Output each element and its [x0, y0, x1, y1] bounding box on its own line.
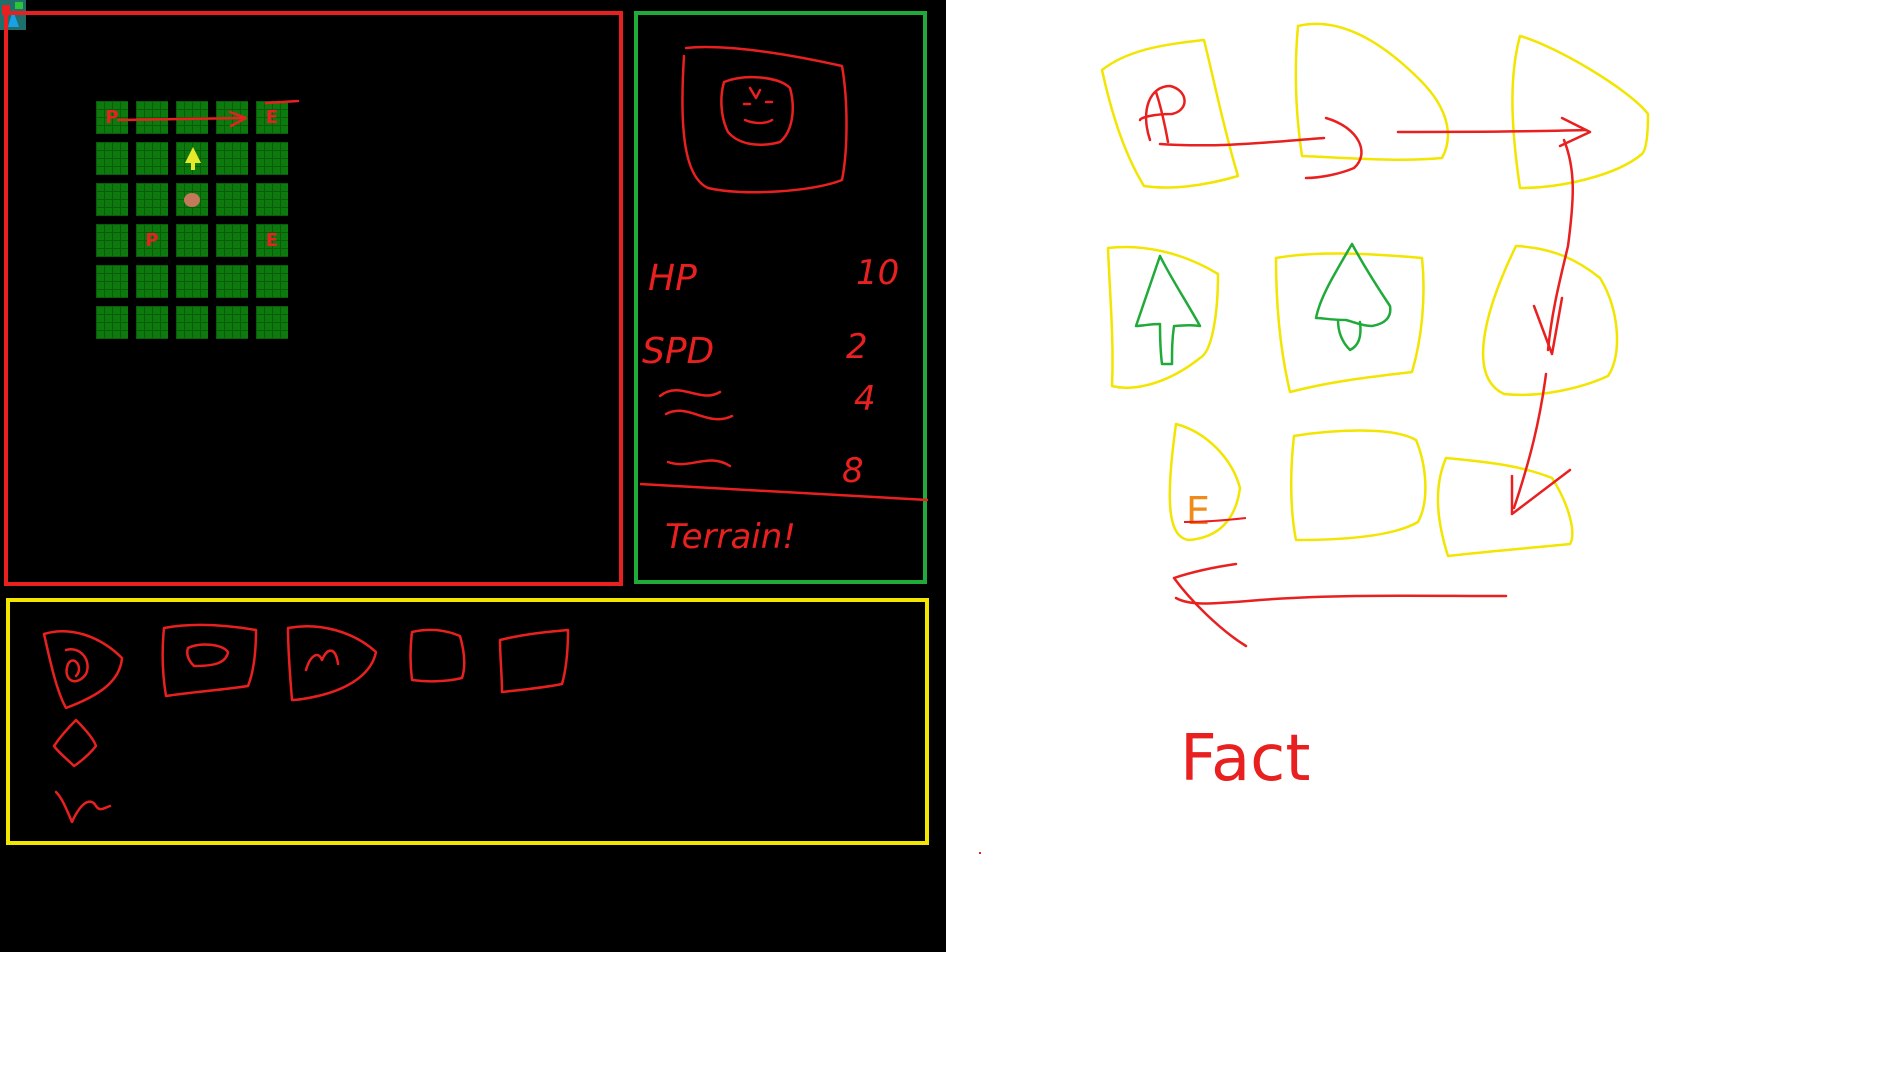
- note-cell: [1274, 252, 1425, 394]
- map-tile[interactable]: [216, 183, 248, 216]
- stat-label-scribble: [666, 459, 732, 468]
- arrow-icon: [1558, 116, 1592, 148]
- map-tile[interactable]: [216, 224, 248, 257]
- stat-label-group: HP SPD: [642, 258, 714, 372]
- arrow-icon: [1510, 468, 1572, 516]
- item-gem-icon[interactable]: [52, 718, 98, 768]
- item-sword-icon[interactable]: [54, 790, 112, 824]
- rock-icon: [184, 193, 200, 207]
- stat-value-group: 10 2 4 8: [842, 253, 899, 491]
- map-tile[interactable]: [176, 306, 208, 339]
- player-portrait-icon[interactable]: [681, 45, 848, 194]
- map-tile[interactable]: [96, 265, 128, 298]
- terrain-label: Terrain!: [665, 517, 796, 557]
- arrow-icon: [1304, 116, 1363, 180]
- inventory-slot-icon[interactable]: [161, 623, 258, 698]
- stat-value: 8: [842, 451, 864, 491]
- note-cell-underline: [1183, 517, 1247, 523]
- stray-dot: [979, 852, 981, 854]
- inventory-slot-icon[interactable]: [42, 630, 124, 710]
- inventory-slot-icon[interactable]: [498, 628, 570, 694]
- note-cell: [1294, 22, 1450, 161]
- map-tile[interactable]: [96, 224, 128, 257]
- note-cell: [1100, 38, 1240, 189]
- stats-panel: [634, 11, 927, 584]
- map-tile[interactable]: [176, 183, 208, 216]
- note-cell: [1106, 245, 1220, 389]
- tree-icon: [185, 147, 201, 170]
- map-tile[interactable]: [136, 183, 168, 216]
- map-tile[interactable]: [136, 306, 168, 339]
- note-cell: [1481, 244, 1619, 397]
- player-marker: P: [145, 230, 159, 251]
- arrow-icon: [1512, 372, 1548, 510]
- stat-value: 4: [854, 379, 876, 419]
- map-grid: P E P E: [96, 101, 290, 339]
- map-tile[interactable]: [96, 306, 128, 339]
- map-tile[interactable]: [256, 183, 288, 216]
- note-player-stem: [1154, 90, 1170, 144]
- map-tile[interactable]: E: [256, 224, 288, 257]
- arrow-icon: [1396, 128, 1588, 134]
- map-tile[interactable]: [256, 306, 288, 339]
- map-tile[interactable]: [216, 306, 248, 339]
- map-tile[interactable]: [136, 265, 168, 298]
- arrow-icon: [1546, 138, 1575, 352]
- fact-caption: Fact: [1180, 722, 1310, 796]
- stat-value: 2: [846, 327, 868, 367]
- map-tile[interactable]: P: [96, 101, 128, 134]
- note-player-marker: [1138, 84, 1186, 142]
- map-tile[interactable]: [216, 142, 248, 175]
- map-tile[interactable]: [176, 142, 208, 175]
- stat-value: 10: [856, 253, 899, 293]
- stat-label-hp: HP: [648, 258, 697, 299]
- arrow-icon: [1172, 562, 1248, 648]
- note-cell: [1511, 34, 1650, 190]
- note-cell: [1289, 429, 1427, 542]
- enemy-marker: E: [265, 230, 279, 251]
- inventory-slot-icon[interactable]: [286, 625, 378, 702]
- stat-label-scribble: [658, 389, 734, 421]
- map-tile[interactable]: [256, 265, 288, 298]
- map-tile[interactable]: [96, 142, 128, 175]
- map-tile[interactable]: [136, 101, 168, 134]
- map-tile[interactable]: [176, 101, 208, 134]
- map-tile[interactable]: E: [256, 101, 288, 134]
- tree-icon: [1134, 254, 1202, 366]
- enemy-marker: E: [265, 107, 279, 128]
- map-panel: [4, 11, 623, 586]
- tree-icon: [1314, 242, 1392, 352]
- player-marker: P: [105, 107, 119, 128]
- map-tile[interactable]: [216, 265, 248, 298]
- map-tile[interactable]: [136, 142, 168, 175]
- map-tile[interactable]: [176, 224, 208, 257]
- map-tile[interactable]: [96, 183, 128, 216]
- inventory-slot-icon[interactable]: [409, 628, 466, 683]
- arrow-icon: [1532, 296, 1564, 356]
- stat-label-spd: SPD: [642, 331, 714, 372]
- map-tile[interactable]: P: [136, 224, 168, 257]
- note-cell: [1436, 456, 1574, 558]
- arrow-icon: [1174, 594, 1508, 605]
- note-cell: [1168, 422, 1242, 542]
- stats-divider: [639, 482, 929, 502]
- arrow-icon: [1158, 136, 1326, 147]
- map-tile[interactable]: [256, 142, 288, 175]
- map-tile[interactable]: [176, 265, 208, 298]
- inventory-panel: [6, 598, 929, 845]
- path-arrow-icon: [116, 99, 300, 128]
- note-cell-label: E: [1186, 489, 1210, 533]
